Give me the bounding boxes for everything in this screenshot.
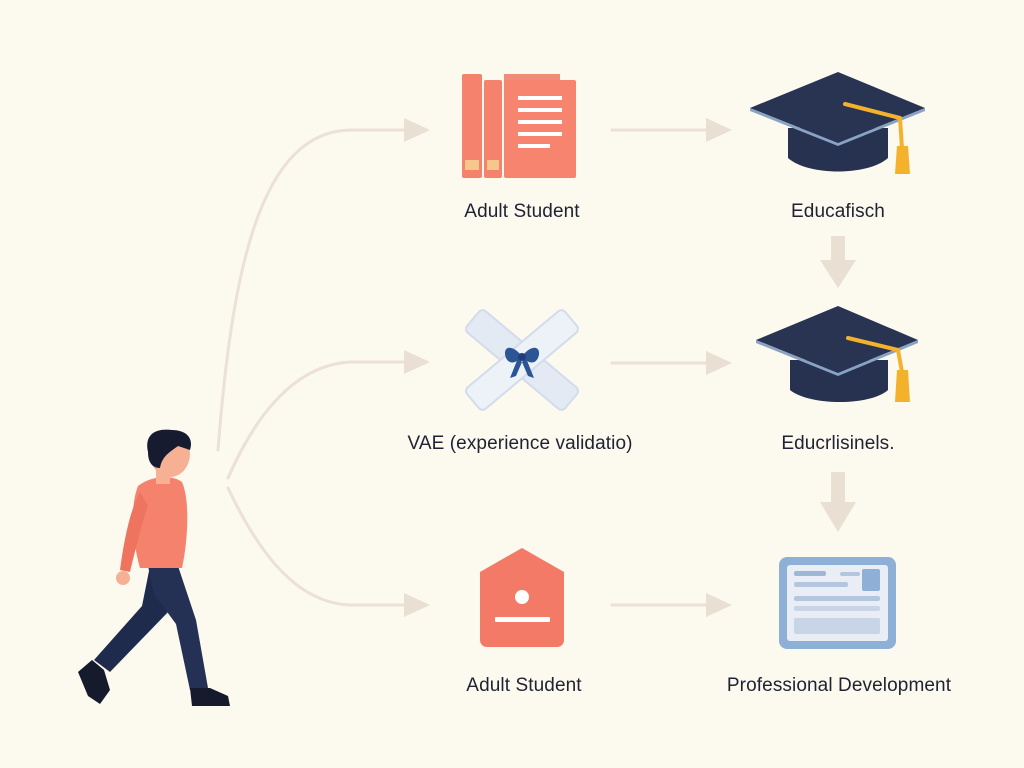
node-label-adult-student-bottom: Adult Student [466, 675, 582, 696]
walking-person-icon [78, 429, 230, 706]
branch-connectors [216, 128, 407, 607]
row-arrow-top [610, 118, 732, 142]
graduation-cap-icon [750, 72, 925, 174]
column-connectors [820, 236, 856, 532]
arrowhead-bottom [404, 593, 430, 617]
certificate-card-icon [779, 557, 896, 649]
branch-arrowheads [404, 118, 430, 617]
down-arrow-upper [820, 236, 856, 288]
node-label-professional-development: Professional Development [726, 675, 952, 696]
arrowhead-middle [404, 350, 430, 374]
diploma-scroll-icon [465, 309, 579, 411]
house-badge-icon [480, 548, 564, 647]
graduation-cap-icon [756, 306, 918, 402]
down-arrow-lower [820, 472, 856, 532]
node-label-vae: VAE (experience validatio) [407, 433, 633, 454]
node-label-educafisch: Educafisch [791, 201, 885, 222]
node-label-educrlisinels: Educrlisinels. [781, 433, 895, 454]
row-arrow-bottom [610, 593, 732, 617]
row-connectors [610, 118, 732, 617]
arrowhead-top [404, 118, 430, 142]
node-label-adult-student-top: Adult Student [464, 201, 580, 222]
row-arrow-middle [610, 351, 732, 375]
branch-line-bottom [226, 486, 407, 607]
branch-line-top [216, 128, 407, 452]
branch-line-middle [226, 360, 407, 480]
books-icon [462, 74, 576, 178]
